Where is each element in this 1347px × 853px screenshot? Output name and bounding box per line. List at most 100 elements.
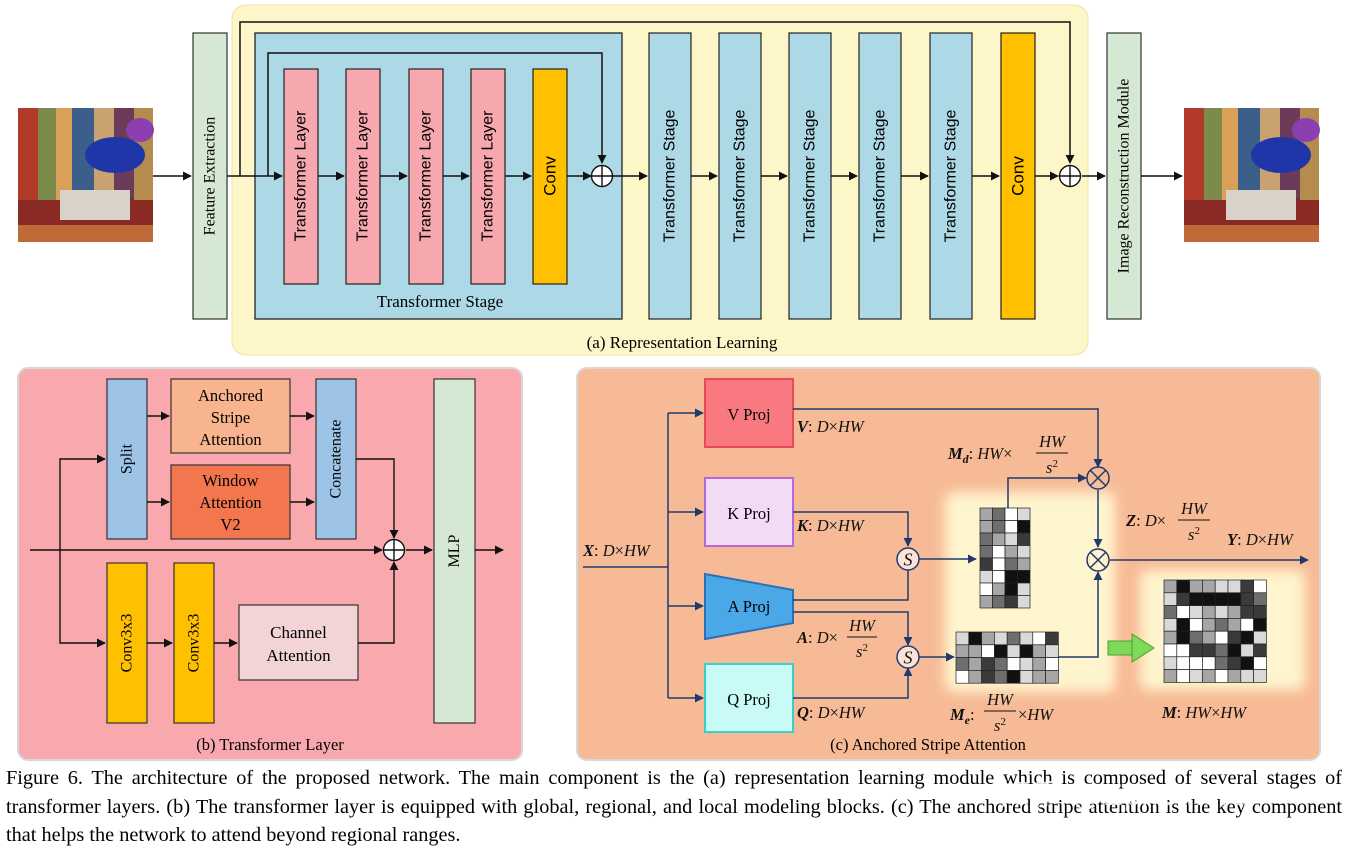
matrix-cell <box>992 507 1006 521</box>
matrix-cell <box>1017 582 1031 596</box>
matrix-cell <box>992 520 1006 534</box>
math-me-den: s2 <box>994 716 1006 735</box>
matrix-cell <box>1032 644 1046 658</box>
panel-b-label: (b) Transformer Layer <box>196 735 344 754</box>
math-annotations: X: D×HW V: D×HW K: D×HW Q: D×HW A: D× HW… <box>582 417 1294 735</box>
matrix-cell <box>1176 618 1190 632</box>
transformer-layer-label: Transformer Layer <box>480 110 497 242</box>
transformer-stage-block-5: Transformer Stage <box>929 32 973 320</box>
matrix-cell <box>992 557 1006 571</box>
matrix-cell <box>1176 579 1190 594</box>
matrix-cell <box>1004 582 1018 596</box>
inner-stage-label: Transformer Stage <box>377 292 503 311</box>
matrix-cell <box>1163 579 1178 594</box>
conv-block-final: Conv <box>1000 32 1036 320</box>
matrix-me <box>955 631 1059 684</box>
matrix-cell <box>1163 643 1178 658</box>
matrix-cell <box>1253 630 1267 645</box>
green-arrow-icon <box>1107 633 1155 663</box>
matrix-cell <box>1253 656 1267 670</box>
matrix-cell <box>1189 669 1203 683</box>
multiply-icon <box>1086 548 1110 572</box>
matrix-cell <box>1176 630 1190 645</box>
matrix-cell <box>979 507 993 521</box>
transformer-layer-label: Transformer Layer <box>355 110 372 242</box>
matrix-cell <box>1240 643 1254 658</box>
matrix-cell <box>1176 656 1190 670</box>
matrix-cell <box>1214 630 1229 645</box>
window-attention-block: Window Attention V2 <box>170 464 291 540</box>
matrix-cell <box>1202 669 1216 683</box>
panel-a-connectors <box>153 21 1183 181</box>
matrix-cell <box>1189 592 1203 606</box>
transformer-stage-block-4: Transformer Stage <box>858 32 902 320</box>
matrix-cell <box>1004 545 1018 559</box>
matrix-cell <box>1004 595 1018 609</box>
anchored-line-2: Stripe <box>211 408 250 427</box>
matrix-cell <box>1017 545 1031 559</box>
matrix-cell <box>1227 643 1242 658</box>
add-icon <box>382 538 406 562</box>
matrix-cell <box>1214 618 1229 632</box>
conv-label: Conv <box>541 156 560 196</box>
image-reconstruction-label: Image Reconstruction Module <box>1116 79 1133 274</box>
matrix-cell <box>1253 669 1267 683</box>
concatenate-label: Concatenate <box>328 419 345 498</box>
panel-a-label: (a) Representation Learning <box>587 333 778 352</box>
math-a-den: s2 <box>856 642 868 661</box>
conv3x3-label: Conv3x3 <box>119 614 136 673</box>
matrix-cell <box>979 532 993 546</box>
matrix-cell <box>1202 656 1216 670</box>
matrix-cell <box>1214 592 1229 606</box>
matrix-cell <box>992 532 1006 546</box>
matrix-cell <box>1240 669 1254 683</box>
softmax-icon: S <box>896 547 920 571</box>
matrix-cell <box>1017 595 1031 609</box>
matrix-cell <box>968 631 982 646</box>
matrix-cell <box>1017 570 1031 584</box>
matrix-cell <box>992 582 1006 596</box>
matrix-m <box>1163 579 1267 683</box>
transformer-layer-label: Transformer Layer <box>293 110 310 242</box>
matrix-cell <box>1253 618 1267 632</box>
matrix-cell <box>1019 657 1034 671</box>
matrix-cell <box>1163 618 1178 632</box>
math-md-den: s2 <box>1046 458 1058 477</box>
matrix-cell <box>994 670 1008 684</box>
matrix-cell <box>1214 605 1229 619</box>
matrix-cell <box>1163 592 1178 606</box>
transformer-stage-label: Transformer Stage <box>802 110 819 243</box>
window-line-1: Window <box>202 471 258 490</box>
matrix-cell <box>1176 643 1190 658</box>
q-proj-block: Q Proj <box>704 663 794 733</box>
matrix-cell <box>992 545 1006 559</box>
matrix-cell <box>1032 631 1046 646</box>
math-z-den: s2 <box>1188 525 1200 544</box>
matrix-cell <box>992 570 1006 584</box>
matrix-cell <box>1017 507 1031 521</box>
transformer-layer-block-2: Transformer Layer <box>345 68 381 285</box>
matrix-cell <box>1189 579 1203 594</box>
panel-c-connectors <box>583 408 1309 703</box>
matrix-cell <box>1202 643 1216 658</box>
matrix-cell <box>979 557 993 571</box>
matrix-cell <box>1045 657 1059 671</box>
matrix-cell <box>955 644 970 658</box>
matrix-cell <box>1176 669 1190 683</box>
transformer-layer-block-4: Transformer Layer <box>470 68 506 285</box>
window-line-3: V2 <box>220 515 240 534</box>
math-a-num: HW <box>848 616 876 635</box>
matrix-cell <box>1227 669 1242 683</box>
matrix-cell <box>1017 520 1031 534</box>
feature-extraction-block: Feature Extraction <box>192 32 228 320</box>
multiply-icon <box>1086 466 1110 490</box>
matrix-cell <box>1045 670 1059 684</box>
conv-block-inner: Conv <box>532 68 568 285</box>
math-z-num: HW <box>1180 499 1208 518</box>
conv3x3-label: Conv3x3 <box>186 614 203 673</box>
matrix-cell <box>979 595 993 609</box>
transformer-layer-block-1: Transformer Layer <box>283 68 319 285</box>
matrix-cell <box>1004 520 1018 534</box>
